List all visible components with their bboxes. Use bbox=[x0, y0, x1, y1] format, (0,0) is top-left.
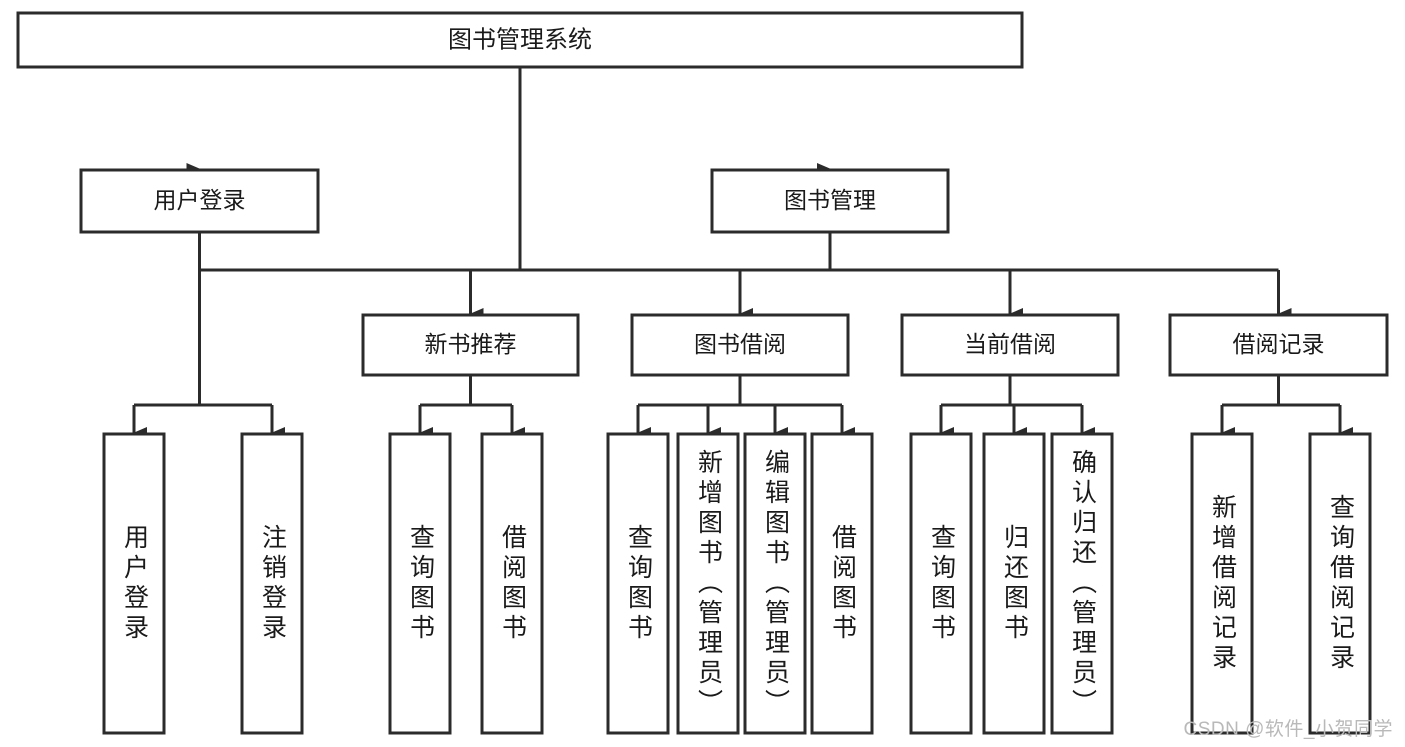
node-leaf-query-borrow-record[interactable] bbox=[1308, 432, 1372, 735]
node-leaf-return-book[interactable] bbox=[982, 432, 1046, 735]
node-label-user-login: 用户登录 bbox=[154, 187, 246, 213]
node-leaf-query-book-borrow[interactable] bbox=[606, 432, 670, 735]
node-label-new-book-recommend: 新书推荐 bbox=[425, 331, 517, 357]
node-book-borrow[interactable] bbox=[630, 313, 850, 377]
node-leaf-user-login[interactable] bbox=[102, 432, 166, 735]
node-leaf-borrow-book[interactable] bbox=[810, 432, 874, 735]
node-root[interactable] bbox=[16, 11, 1024, 69]
node-leaf-query-book-recommend[interactable] bbox=[388, 432, 452, 735]
watermark: CSDN @软件_小贺同学 bbox=[1183, 719, 1393, 740]
node-borrow-record[interactable] bbox=[1168, 313, 1389, 377]
node-new-book-recommend[interactable] bbox=[361, 313, 580, 377]
node-book-management[interactable] bbox=[710, 168, 950, 234]
node-label-root: 图书管理系统 bbox=[448, 26, 592, 53]
node-leaf-edit-book[interactable] bbox=[743, 432, 807, 735]
node-leaf-add-borrow-record[interactable] bbox=[1190, 432, 1254, 735]
node-label-book-borrow: 图书借阅 bbox=[694, 331, 786, 357]
node-leaf-confirm-return[interactable] bbox=[1050, 432, 1114, 735]
connector-layer bbox=[132, 67, 1353, 439]
node-leaf-user-logout[interactable] bbox=[240, 432, 304, 735]
node-current-borrow[interactable] bbox=[900, 313, 1120, 377]
node-leaf-query-book-current[interactable] bbox=[909, 432, 973, 735]
node-label-current-borrow: 当前借阅 bbox=[964, 331, 1056, 357]
node-leaf-borrow-book-recommend[interactable] bbox=[480, 432, 544, 735]
node-label-book-management: 图书管理 bbox=[784, 187, 876, 213]
node-leaf-add-book[interactable] bbox=[676, 432, 740, 735]
node-box-layer bbox=[16, 11, 1389, 735]
node-label-borrow-record: 借阅记录 bbox=[1233, 331, 1325, 357]
node-user-login[interactable] bbox=[79, 168, 320, 234]
